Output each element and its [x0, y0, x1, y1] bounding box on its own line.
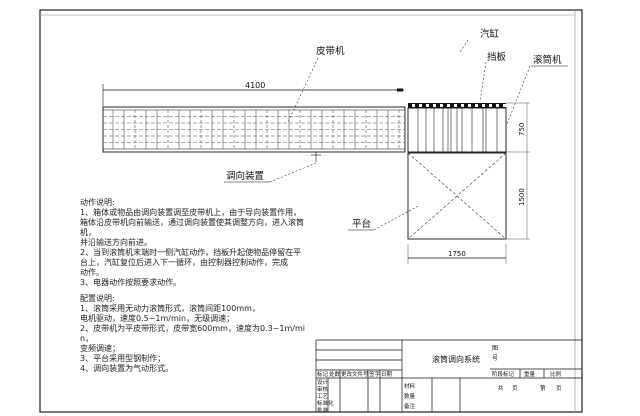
notes: 动作说明: 1、箱体或物品由调向装置调至皮带机上，由于导向装置作用， 箱体沿皮带…: [80, 198, 310, 374]
config-note: 变频调速；: [80, 344, 120, 353]
label-roller-conveyor: 滚筒机: [506, 54, 568, 125]
svg-text:平台: 平台: [352, 218, 371, 230]
roller-height-value: 750: [518, 123, 526, 136]
config-note: 电机驱动，速度0.5~1m/min，无级调速；: [80, 314, 235, 323]
action-note: 3、电器动作按照要求动作。: [80, 278, 182, 287]
title-block-side-label: 数量: [404, 392, 416, 400]
action-note: 动作。: [80, 268, 104, 277]
cylinder-mark: [447, 104, 450, 107]
title-block-page-label: 第: [540, 384, 546, 392]
label-belt-conveyor: 皮带机: [287, 45, 345, 123]
title-block-stage-label: 重量: [524, 370, 536, 378]
belt-conveyor: [102, 106, 406, 153]
action-note: 箱体沿皮带机向前输送，通过调向装置使其调整方向，进入滚筒机，: [80, 218, 304, 237]
title-block-header: 处数: [329, 370, 341, 378]
label-cylinder: 汽缸: [459, 28, 500, 53]
cylinder-mark: [412, 104, 415, 107]
svg-text:滚筒机: 滚筒机: [533, 54, 562, 66]
cylinder-mark: [440, 104, 443, 107]
title-block-text: 标记处数更改文件号签字日期设计审核工艺标准化批准 材料数量备注 阶段标记 重量 比例共 页…: [317, 370, 562, 414]
title-block-page-label: 页: [512, 385, 518, 392]
title-block-header: 标记: [317, 370, 329, 378]
drawing-number-label: 图: [492, 345, 498, 352]
config-note: 1、滚筒采用无动力滚筒形式，滚筒间距100mm，: [80, 304, 260, 313]
platform-width-value: 1750: [448, 250, 466, 258]
cylinder-mark: [489, 104, 492, 107]
cylinder-mark: [468, 104, 471, 107]
title-block-role: 标准化: [317, 399, 334, 407]
label-steering-device: 调向装置: [224, 152, 321, 183]
action-note: 台上，汽缸复位后进入下一循环，由控制器控制动作，完成: [80, 258, 288, 267]
cylinder-mark: [419, 104, 422, 107]
action-note: 1、箱体或物品由调向装置调至皮带机上，由于导向装置作用，: [80, 208, 302, 217]
title-block-page-label: 共: [498, 384, 504, 392]
belt-length-value: 4100: [245, 81, 265, 90]
roller-conveyor: [407, 103, 507, 153]
title-block-role: 审核: [317, 385, 329, 393]
svg-text:皮带机: 皮带机: [316, 45, 345, 57]
cylinder-mark: [461, 104, 464, 107]
cylinder-mark: [426, 104, 429, 107]
title-block-stage-label: 比例: [550, 370, 562, 378]
drawing-frame: [39, 9, 583, 413]
svg-text:调向装置: 调向装置: [226, 170, 264, 182]
dimension-belt-length: 4100: [102, 81, 404, 106]
title-block-role: 工艺: [317, 393, 329, 400]
cylinder-mark: [475, 104, 478, 107]
title-block: [315, 339, 582, 412]
action-notes-title: 动作说明:: [80, 198, 115, 207]
cylinder-mark: [496, 104, 499, 107]
cylinder-mark: [454, 104, 457, 107]
label-platform: 平台: [348, 204, 421, 231]
dimension-side: 750 1500 1750: [407, 102, 530, 264]
title-block-side-label: 备注: [404, 402, 416, 410]
platform: [407, 152, 507, 240]
cylinder-mark: [503, 104, 506, 107]
config-note: 4、调向装置为气动形式。: [80, 364, 174, 373]
drawing-number-label: 号: [492, 355, 498, 362]
title-block-page-label: 页: [556, 385, 562, 392]
action-note: 并沿输送方向前进。: [80, 238, 152, 247]
title-block-role: 设计: [317, 378, 329, 386]
svg-text:汽缸: 汽缸: [480, 28, 500, 40]
drawing-title: 滚筒调向系统: [432, 354, 480, 364]
title-block-role: 批准: [317, 406, 329, 414]
label-baffle: 挡板: [479, 51, 507, 103]
title-block-side-label: 材料: [404, 382, 416, 390]
title-block-stage-label: 阶段标记: [492, 370, 515, 378]
svg-text:挡板: 挡板: [487, 51, 507, 63]
action-note: 2、当到滚筒机末端时一侧汽缸动作，挡板升起使物品停留在平: [80, 248, 302, 257]
title-block-header: 更改文件号: [341, 370, 369, 378]
config-notes-title: 配置说明:: [80, 294, 115, 303]
cylinder-mark: [433, 104, 436, 107]
platform-height-value: 1500: [518, 188, 526, 206]
title-block-header: 日期: [381, 371, 393, 378]
config-note: 2、皮带机为平皮带形式，皮带宽600mm，速度为0.3~1m/min，: [80, 324, 305, 343]
cylinder-mark: [482, 104, 485, 107]
title-block-header: 签字: [369, 370, 381, 378]
config-note: 3、平台采用型钢制作；: [80, 354, 166, 363]
